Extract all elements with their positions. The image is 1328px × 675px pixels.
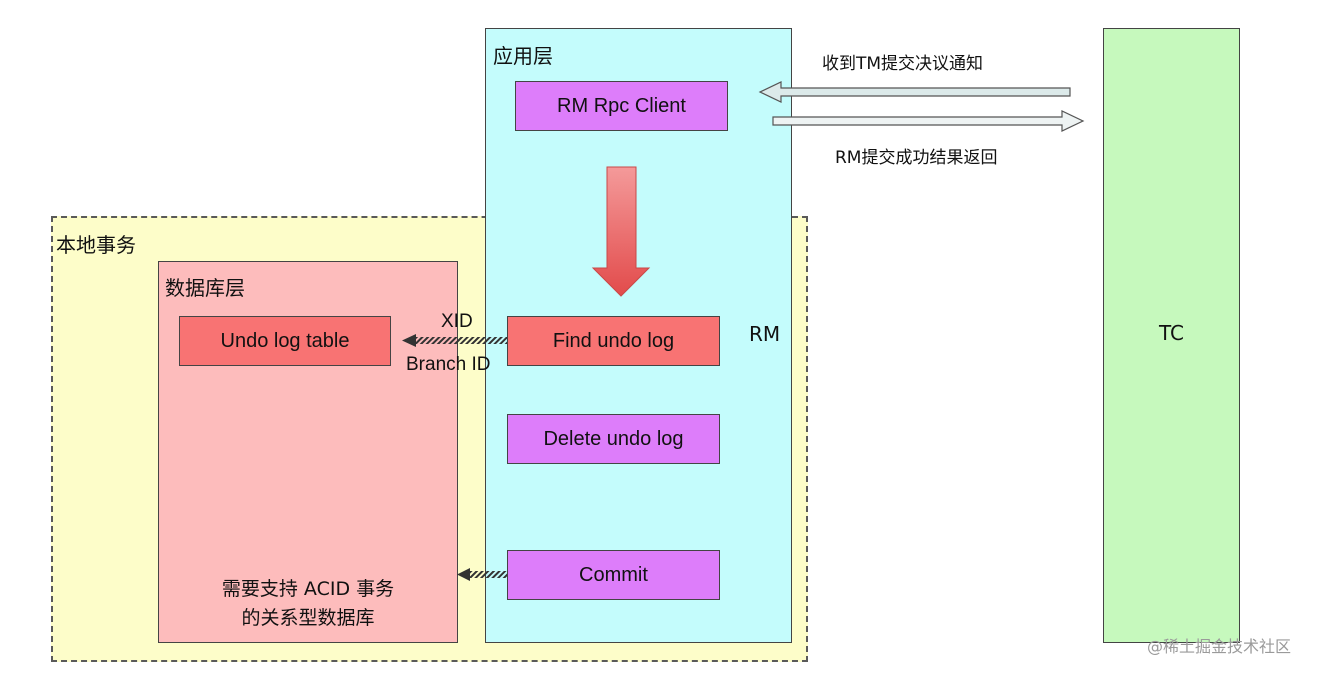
watermark: @稀土掘金技术社区 xyxy=(1147,637,1292,656)
receive-notice-label: 收到TM提交决议通知 xyxy=(822,54,984,74)
find-undo-log-box: Find undo log xyxy=(507,316,720,366)
xid-label: XID xyxy=(441,311,473,332)
tc-box xyxy=(1103,28,1240,643)
database-note-line1: 需要支持 ACID 事务 xyxy=(221,578,395,600)
undo-log-table-box: Undo log table xyxy=(179,316,391,366)
branch-id-label: Branch ID xyxy=(406,354,491,375)
rm-label: RM xyxy=(749,322,781,346)
commit-connector xyxy=(466,571,507,578)
delete-undo-log-box: Delete undo log xyxy=(507,414,720,464)
notice-arrow xyxy=(758,81,1071,103)
commit-box: Commit xyxy=(507,550,720,600)
result-arrow xyxy=(772,110,1085,132)
return-result-label: RM提交成功结果返回 xyxy=(835,148,998,168)
flow-down-arrow xyxy=(591,166,651,297)
application-layer-title: 应用层 xyxy=(493,44,553,68)
local-transaction-title: 本地事务 xyxy=(56,233,136,257)
commit-connector-head xyxy=(457,568,470,581)
database-layer-title: 数据库层 xyxy=(165,276,245,300)
rm-rpc-client-box: RM Rpc Client xyxy=(515,81,728,131)
tc-label: TC xyxy=(1158,321,1184,345)
database-note-line2: 的关系型数据库 xyxy=(241,607,375,629)
database-note: 需要支持 ACID 事务 的关系型数据库 xyxy=(158,575,458,633)
xid-connector-head xyxy=(402,334,416,347)
xid-connector xyxy=(412,337,507,344)
